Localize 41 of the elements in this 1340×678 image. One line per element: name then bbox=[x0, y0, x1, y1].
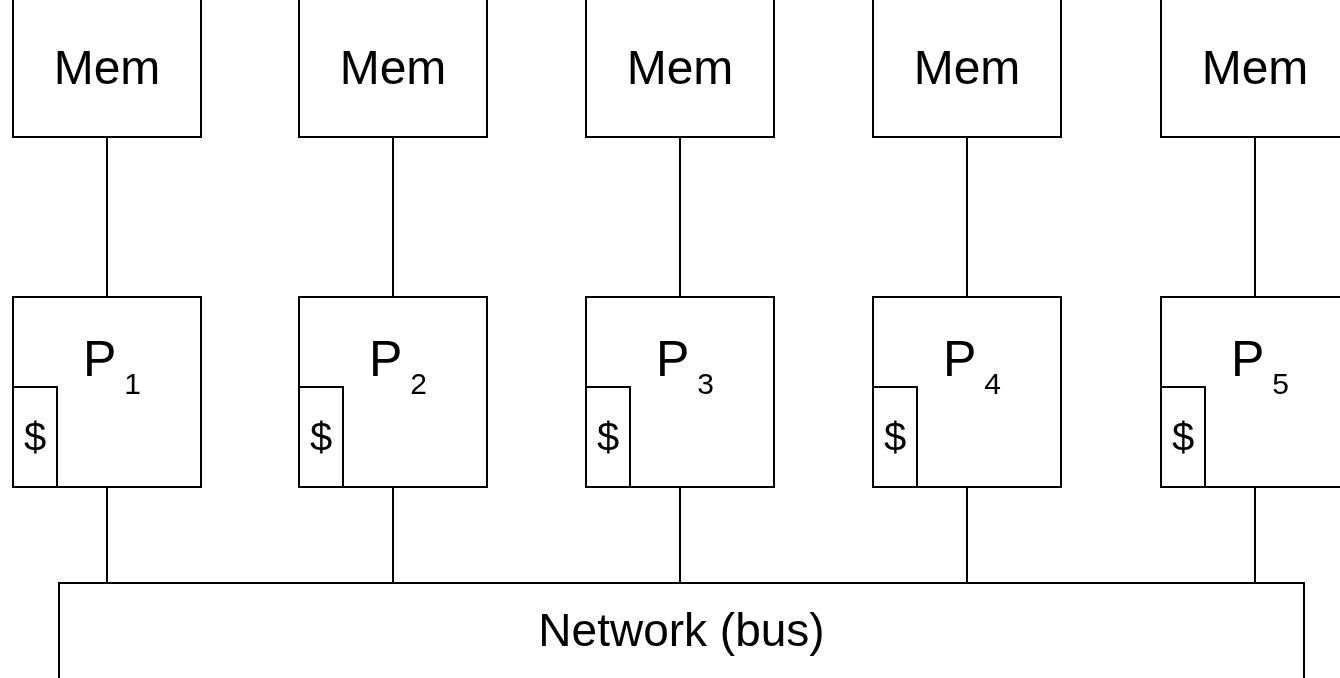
node-label: P$_{4}$ bbox=[942, 334, 1001, 399]
memory-box bbox=[298, 0, 488, 138]
node-label: P$_{5}$ bbox=[1230, 334, 1289, 399]
processor-box bbox=[585, 296, 775, 488]
node-label: P$_{2}$ bbox=[368, 334, 427, 399]
node-label: P$_{1}$ bbox=[82, 334, 141, 399]
connector-line bbox=[106, 487, 108, 583]
cache-label: $ bbox=[23, 417, 47, 457]
cache-box bbox=[12, 386, 58, 488]
node-label: Mem bbox=[1201, 44, 1309, 92]
memory-box bbox=[872, 0, 1062, 138]
connector-line bbox=[679, 487, 681, 583]
cache-box bbox=[872, 386, 918, 488]
processor-box bbox=[298, 296, 488, 488]
cache-box bbox=[1160, 386, 1206, 488]
cache-label: $ bbox=[596, 417, 620, 457]
connector-line bbox=[1254, 137, 1256, 297]
processor-box bbox=[12, 296, 202, 488]
cache-box bbox=[298, 386, 344, 488]
connector-line bbox=[392, 137, 394, 297]
connector-line bbox=[966, 137, 968, 297]
memory-box bbox=[12, 0, 202, 138]
connector-line bbox=[966, 487, 968, 583]
memory-box bbox=[585, 0, 775, 138]
node-label: P$_{3}$ bbox=[655, 334, 714, 399]
processor-box bbox=[872, 296, 1062, 488]
cache-label: $ bbox=[883, 417, 907, 457]
cache-box bbox=[585, 386, 631, 488]
node-label: Mem bbox=[53, 44, 161, 92]
connector-line bbox=[1254, 487, 1256, 583]
bus-box bbox=[58, 582, 1305, 678]
connector-line bbox=[392, 487, 394, 583]
node-label: Mem bbox=[913, 44, 1021, 92]
memory-box bbox=[1160, 0, 1340, 138]
cache-label: $ bbox=[309, 417, 333, 457]
node-label: Mem bbox=[626, 44, 734, 92]
connector-line bbox=[106, 137, 108, 297]
node-label: Mem bbox=[339, 44, 447, 92]
processor-box bbox=[1160, 296, 1340, 488]
connector-line bbox=[679, 137, 681, 297]
cache-label: $ bbox=[1171, 417, 1195, 457]
